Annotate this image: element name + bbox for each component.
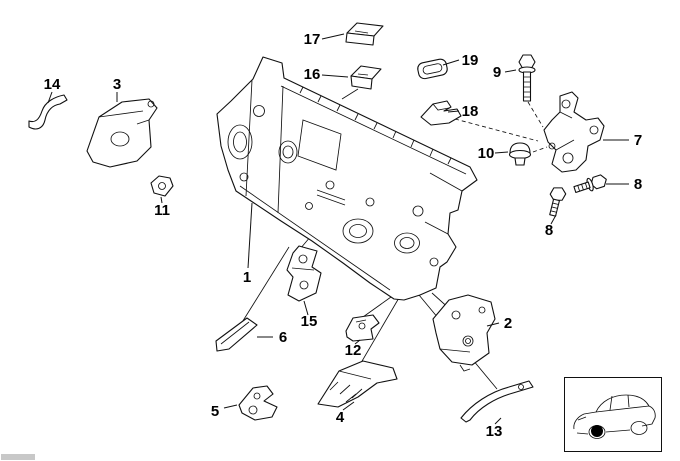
part-label-2[interactable]: 2 [504, 315, 512, 332]
callout-labels: 17 16 19 9 18 14 3 7 10 8 8 11 1 15 12 2… [44, 31, 643, 440]
part-label-11[interactable]: 11 [154, 202, 170, 219]
part-16-clip [350, 65, 382, 90]
car-location-inset [564, 377, 662, 452]
part-8-bolt-upper [573, 174, 607, 193]
part-15-bracket [286, 245, 322, 302]
part-17-clip [345, 22, 384, 46]
car-icon [573, 394, 656, 439]
part-4-lower-panel [317, 360, 398, 408]
part-label-3[interactable]: 3 [113, 76, 121, 93]
part-13-strip [460, 380, 534, 423]
part-label-18[interactable]: 18 [462, 103, 479, 120]
part-label-4[interactable]: 4 [336, 409, 345, 426]
part-label-9[interactable]: 9 [493, 64, 501, 81]
part-3-support-panel [86, 98, 158, 168]
part-14-strip [28, 94, 68, 130]
part-19-gasket [417, 58, 448, 80]
part-12-clamp [345, 314, 380, 342]
part-7-mounting-bracket [543, 91, 605, 173]
part-6-shim [215, 317, 258, 352]
part-1-bulkhead-panel [216, 56, 478, 301]
part-11-clip [150, 175, 174, 197]
part-8-bolt-lower [549, 187, 567, 217]
part-label-7[interactable]: 7 [634, 132, 642, 149]
leader-lines [47, 33, 629, 425]
part-label-8-upper[interactable]: 8 [634, 176, 642, 193]
part-label-15[interactable]: 15 [301, 313, 318, 330]
part-label-14[interactable]: 14 [44, 76, 61, 93]
part-18-bracket [420, 100, 462, 126]
part-label-17[interactable]: 17 [304, 31, 321, 48]
part-label-16[interactable]: 16 [304, 66, 321, 83]
part-10-grommet [508, 142, 532, 166]
part-label-13[interactable]: 13 [486, 423, 503, 440]
location-dot [591, 425, 603, 437]
part-9-bolt [518, 54, 536, 102]
corner-mark [1, 454, 35, 460]
part-label-1[interactable]: 1 [243, 269, 251, 286]
part-5-bracket [238, 385, 278, 421]
part-2-side-panel [432, 294, 496, 372]
part-label-8-lower[interactable]: 8 [545, 222, 553, 239]
part-label-19[interactable]: 19 [462, 52, 479, 69]
part-label-6[interactable]: 6 [279, 329, 287, 346]
part-label-5[interactable]: 5 [211, 403, 219, 420]
part-label-10[interactable]: 10 [478, 145, 495, 162]
part-label-12[interactable]: 12 [345, 342, 362, 359]
